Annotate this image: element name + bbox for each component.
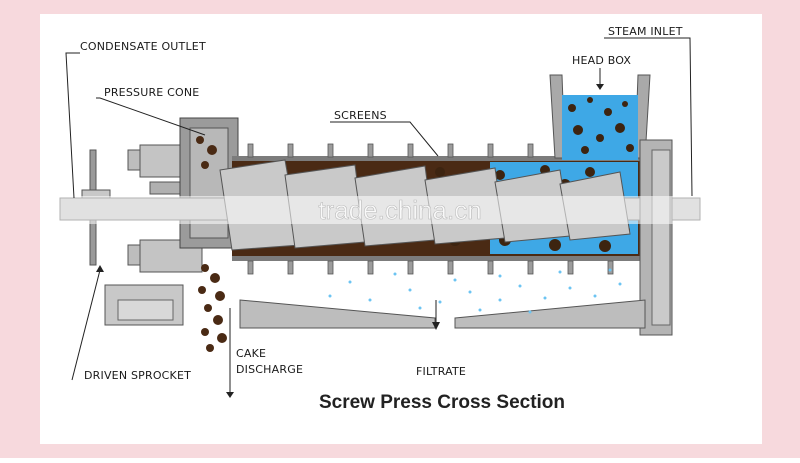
label-filtrate: FILTRATE xyxy=(416,365,466,378)
label-cake: CAKE xyxy=(236,347,266,360)
label-condensate-outlet: CONDENSATE OUTLET xyxy=(80,40,206,53)
label-driven-sprocket: DRIVEN SPROCKET xyxy=(84,369,191,382)
label-screens: SCREENS xyxy=(334,109,387,122)
watermark-text: trade.china.cn xyxy=(318,195,481,225)
arrowheads xyxy=(96,84,604,398)
label-pressure-cone: PRESSURE CONE xyxy=(104,86,199,99)
label-steam-inlet: STEAM INLET xyxy=(608,25,683,38)
label-discharge: DISCHARGE xyxy=(236,363,303,376)
watermark-band xyxy=(40,196,762,224)
head-box xyxy=(549,74,651,160)
cake-discharge xyxy=(196,136,227,352)
diagram-title: Screw Press Cross Section xyxy=(319,392,565,413)
label-head-box: HEAD BOX xyxy=(572,54,631,67)
driven-sprocket xyxy=(104,284,184,326)
leader-lines xyxy=(65,37,693,396)
